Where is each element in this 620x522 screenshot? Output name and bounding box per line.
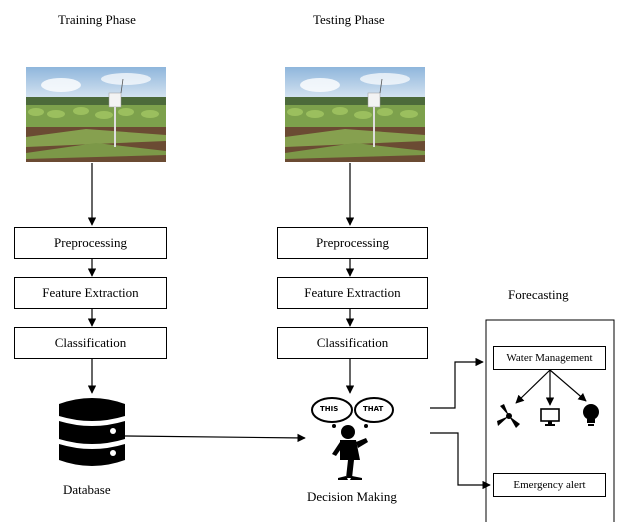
testing-feature-extraction-box: Feature Extraction <box>277 277 428 309</box>
fan-icon <box>496 402 522 430</box>
arrow-database-to-decision <box>124 433 306 443</box>
monitor-icon <box>539 407 561 427</box>
testing-preprocessing-box: Preprocessing <box>277 227 428 259</box>
emergency-alert-box: Emergency alert <box>493 473 606 497</box>
water-management-box: Water Management <box>493 346 606 370</box>
database-label: Database <box>63 482 111 497</box>
training-classification-box: Classification <box>14 327 167 359</box>
training-field-photo <box>26 67 166 162</box>
forecasting-panel-border <box>485 319 615 522</box>
bubble-this-text: THIS <box>320 405 339 413</box>
forecasting-title: Forecasting <box>508 287 569 302</box>
arrow-decision-to-emergency-alert <box>430 432 491 490</box>
testing-phase-title: Testing Phase <box>313 12 385 27</box>
decision-making-label: Decision Making <box>307 489 397 504</box>
decision-making-figure: THIS THAT <box>310 394 394 482</box>
training-phase-title: Training Phase <box>58 12 136 27</box>
training-feature-extraction-box: Feature Extraction <box>14 277 167 309</box>
lightbulb-icon <box>580 401 602 429</box>
testing-classification-box: Classification <box>277 327 428 359</box>
testing-field-photo <box>285 67 425 162</box>
training-preprocessing-box: Preprocessing <box>14 227 167 259</box>
database-icon <box>57 396 127 468</box>
arrow-decision-to-water-management <box>430 357 484 409</box>
arrow-wm-to-bulb <box>549 369 587 402</box>
arrow-wm-to-fan <box>515 369 551 404</box>
bubble-that-text: THAT <box>363 405 384 413</box>
